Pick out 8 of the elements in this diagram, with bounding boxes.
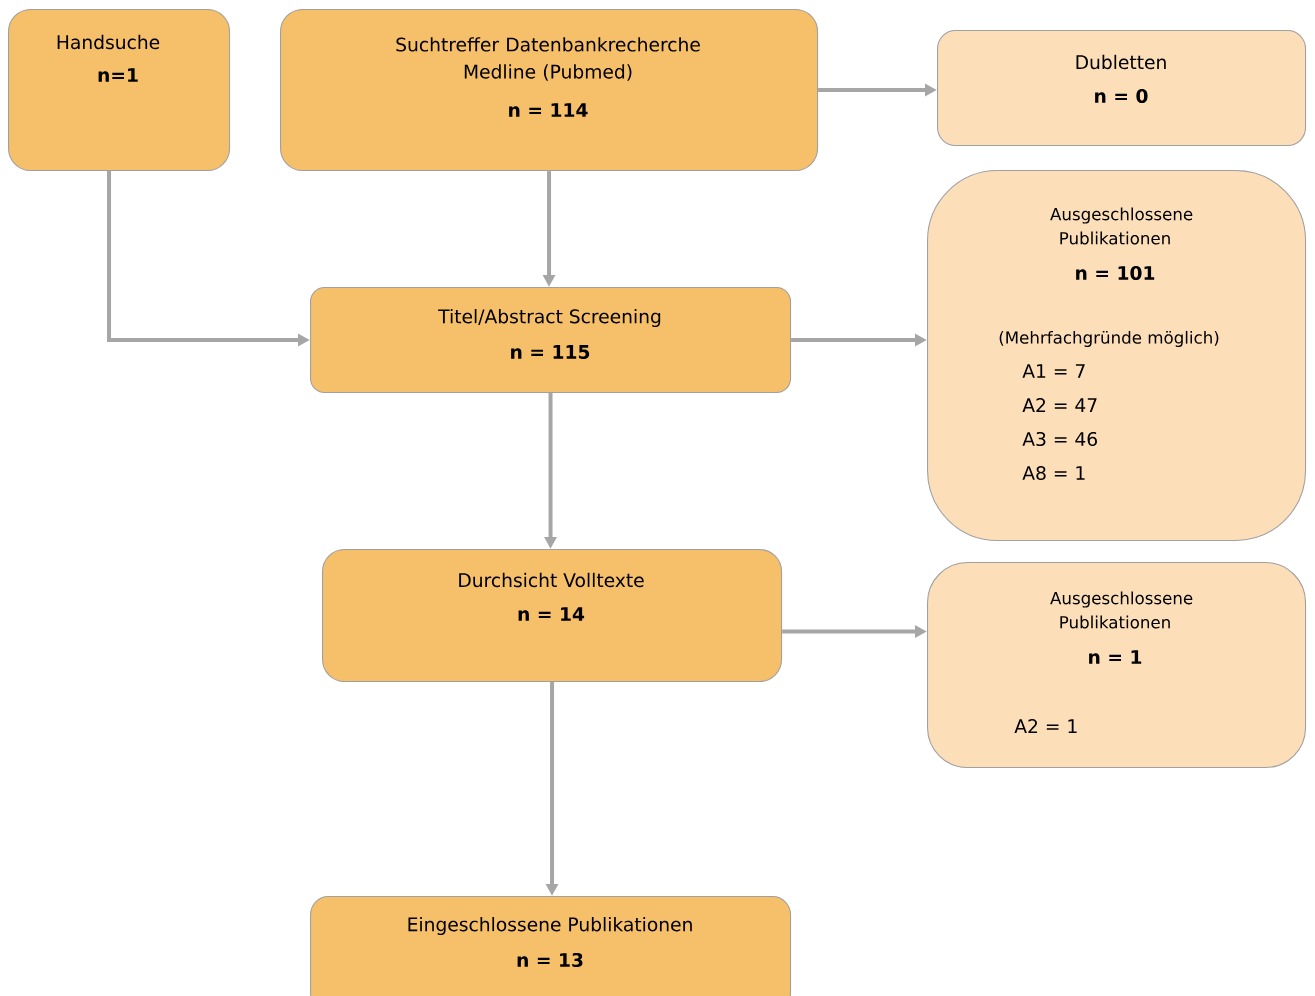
process-box: Durchsicht Volltexte n = 14 bbox=[322, 549, 783, 683]
process-box: Handsuche n=1 bbox=[8, 9, 231, 172]
process-box: Ausgeschlossene Publikationen n = 1 A2 = 1 bbox=[927, 562, 1307, 769]
process-box: Suchtreffer Datenbankrecherche Medline (Pubmed) n = 114 bbox=[280, 9, 819, 172]
process-box: Ausgeschlossene Publikationen n = 101 (Mehrfachgründe möglich) A1 = 7 A2 = 47 A3 = 46 A8 = 1 bbox=[927, 170, 1307, 542]
process-box: Titel/Abstract Screening n = 115 bbox=[310, 287, 792, 394]
process-box: Eingeschlossene Publikationen n = 13 bbox=[310, 896, 792, 996]
process-box: Dubletten n = 0 bbox=[937, 30, 1307, 147]
